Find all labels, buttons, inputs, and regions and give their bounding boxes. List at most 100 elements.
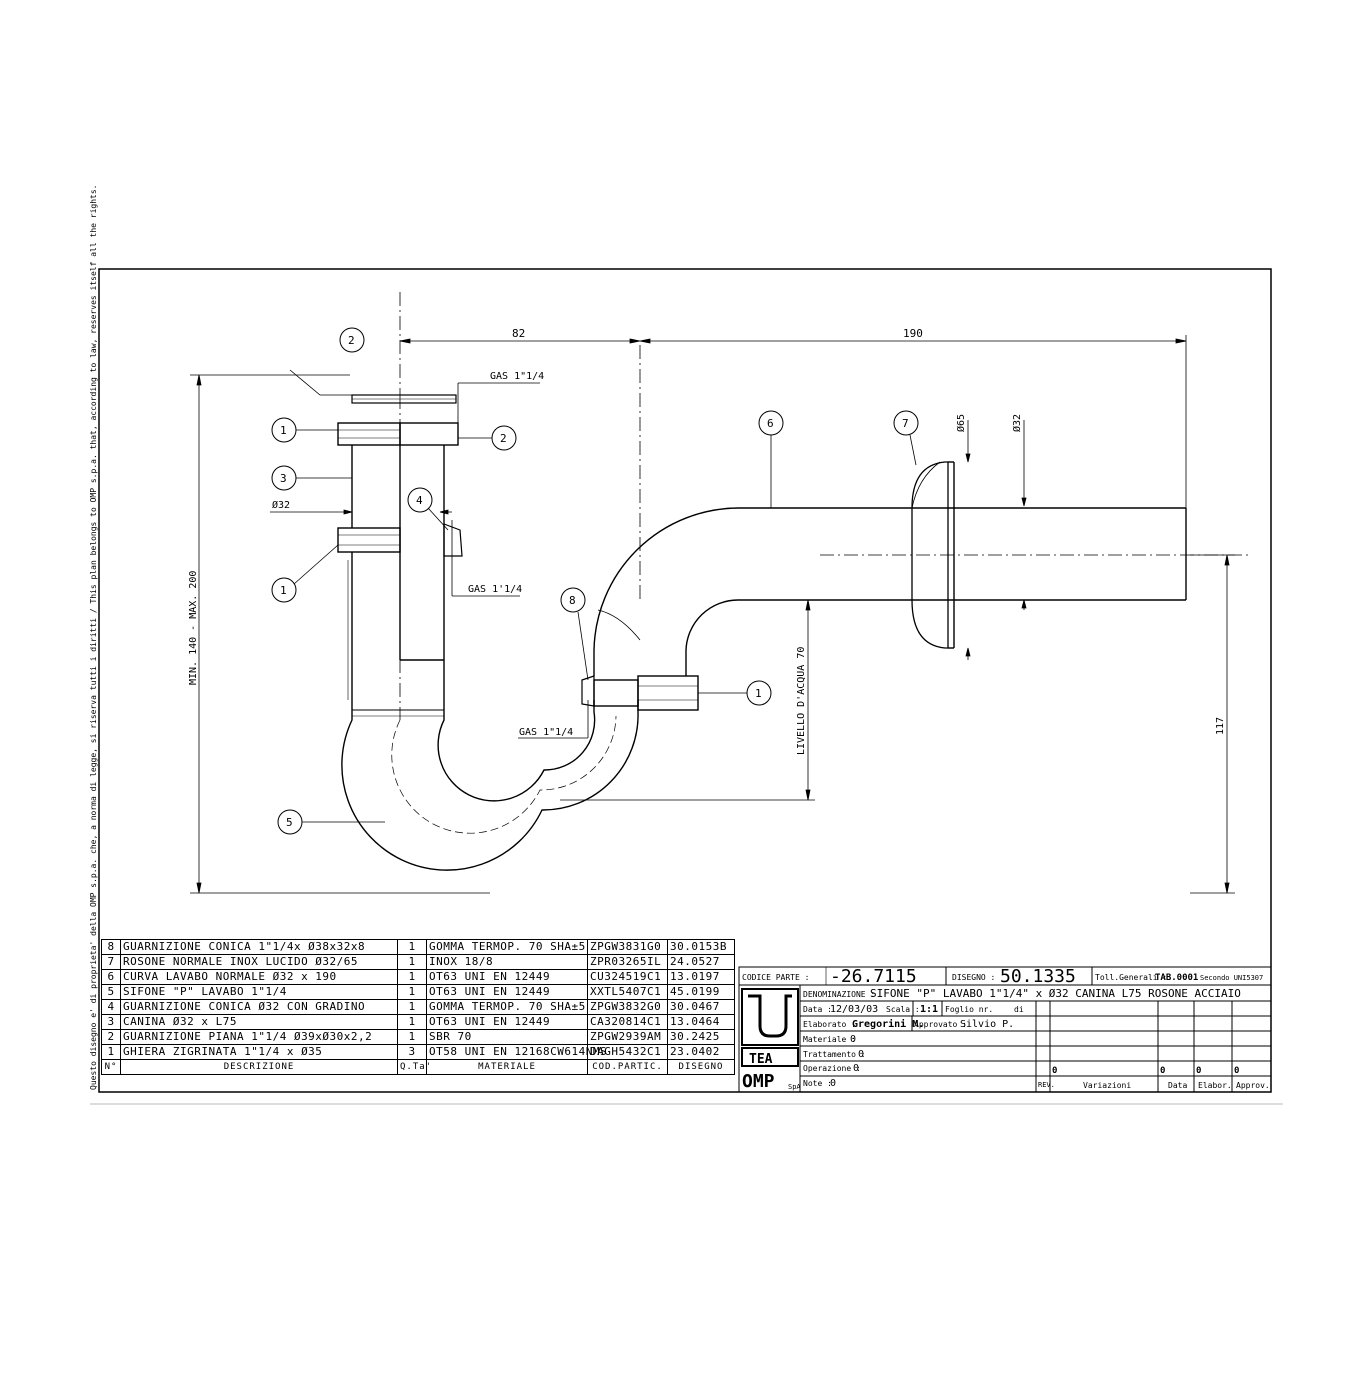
bom-n: 4: [101, 999, 121, 1015]
bom-cod: ZPGW3832G0: [587, 999, 668, 1015]
bom-header-n: N°: [101, 1059, 121, 1075]
bom-dis: 13.0197: [667, 969, 735, 985]
elaborato-label: Elaborato :: [803, 1020, 856, 1029]
bom-row: 8 GUARNIZIONE CONICA 1"1/4x Ø38x32x8 1 G…: [101, 939, 735, 955]
siphon-geometry: [337, 394, 1187, 871]
bom-qty: 1: [397, 1029, 427, 1045]
bom-row: 2 GUARNIZIONE PIANA 1"1/4 Ø39xØ30x2,2 1 …: [101, 1029, 735, 1045]
dim-117: 117: [1215, 717, 1226, 735]
bom-qty: 1: [397, 999, 427, 1015]
materiale-value: 0: [850, 1034, 856, 1045]
bom-cod: CA320814C1: [587, 1014, 668, 1030]
balloon-8: 8: [569, 594, 576, 607]
approvato-label: Approvato :: [914, 1020, 967, 1029]
bom-n: 7: [101, 954, 121, 970]
bom-desc: GUARNIZIONE PIANA 1"1/4 Ø39xØ30x2,2: [120, 1029, 398, 1045]
part-balloons: [271, 327, 919, 835]
balloon-2-right: 2: [500, 432, 507, 445]
bom-mat: OT63 UNI EN 12449: [426, 1014, 588, 1030]
bom-row: 3 CANINA Ø32 x L75 1 OT63 UNI EN 12449 C…: [101, 1014, 735, 1030]
bom-header-dis: DISEGNO: [667, 1059, 735, 1075]
bom-mat: SBR 70: [426, 1029, 588, 1045]
logo-spa: SpA: [788, 1083, 801, 1091]
denominazione-label: DENOMINAZIONE :: [803, 990, 875, 999]
bom-header-desc: DESCRIZIONE: [120, 1059, 398, 1075]
balloon-5: 5: [286, 816, 293, 829]
bom-n: 5: [101, 984, 121, 1000]
rev-elabor-value: 0: [1196, 1066, 1201, 1076]
operazione-value: 0: [853, 1063, 859, 1074]
bom-qty: 3: [397, 1044, 427, 1060]
logo-tea: TEA: [749, 1052, 773, 1067]
foglio-di: di: [1014, 1005, 1024, 1014]
bom-qty: 1: [397, 984, 427, 1000]
balloon-1-right: 1: [755, 687, 762, 700]
bom-mat: GOMMA TERMOP. 70 SHA±5: [426, 999, 588, 1015]
variazioni-label: Variazioni: [1083, 1081, 1131, 1090]
title-block-texts: CODICE PARTE : -26.7115 DISEGNO : 50.133…: [742, 966, 1270, 1090]
data-label: Data :: [803, 1005, 832, 1014]
dim-phi32-right: Ø32: [1011, 414, 1023, 432]
data-value: 12/03/03: [830, 1004, 878, 1015]
elabor-col-label: Elabor.: [1198, 1081, 1232, 1090]
bom-header-qty: Q.Ta': [397, 1059, 431, 1075]
bom-n: 3: [101, 1014, 121, 1030]
drawing-frame: [98, 268, 1272, 1093]
note-value: 0: [830, 1078, 836, 1089]
approv-col-label: Approv.: [1236, 1081, 1270, 1090]
rev-approv-value: 0: [1234, 1066, 1239, 1076]
toll-label: Toll.Generali :: [1095, 973, 1167, 982]
bom-n: 8: [101, 939, 121, 955]
bom-mat: OT63 UNI EN 12449: [426, 969, 588, 985]
approvato-value: Silvio P.: [960, 1019, 1014, 1030]
bom-mat: INOX 18/8: [426, 954, 588, 970]
dim-phi32-left: Ø32: [272, 499, 290, 511]
bom-row: 5 SIFONE "P" LAVABO 1"1/4 1 OT63 UNI EN …: [101, 984, 735, 1000]
balloon-4: 4: [416, 494, 423, 507]
secondo-label: Secondo UNI5307: [1200, 974, 1263, 982]
balloon-labels: 2 1 2 3 4 1 5 6 7 8 1: [280, 334, 909, 829]
materiale-label: Materiale :: [803, 1035, 856, 1044]
bom-header-mat: MATERIALE: [426, 1059, 588, 1075]
bom-desc: GUARNIZIONE CONICA Ø32 CON GRADINO: [120, 999, 398, 1015]
rev-label: REV.: [1038, 1081, 1055, 1089]
rev-data-value: 0: [1160, 1066, 1165, 1076]
elaborato-value: Gregorini M.: [852, 1018, 924, 1030]
operazione-label: Operazione :: [803, 1064, 861, 1073]
bom-dis: 30.0153B: [667, 939, 735, 955]
denominazione-value: SIFONE "P" LAVABO 1"1/4" x Ø32 CANINA L7…: [870, 987, 1241, 1000]
bom-n: 2: [101, 1029, 121, 1045]
bom-desc: GUARNIZIONE CONICA 1"1/4x Ø38x32x8: [120, 939, 398, 955]
bom-row: 6 CURVA LAVABO NORMALE Ø32 x 190 1 OT63 …: [101, 969, 735, 985]
scala-value: 1:1: [920, 1004, 938, 1015]
bom-desc: CANINA Ø32 x L75: [120, 1014, 398, 1030]
scala-label: Scala :: [886, 1005, 920, 1014]
bom-cod: XXTL5407C1: [587, 984, 668, 1000]
bom-dis: 13.0464: [667, 1014, 735, 1030]
dim-190: 190: [903, 327, 923, 340]
bill-of-materials: 8 GUARNIZIONE CONICA 1"1/4x Ø38x32x8 1 G…: [101, 939, 735, 1075]
bom-cod: ZPR03265IL: [587, 954, 668, 970]
bom-mat: OT63 UNI EN 12449: [426, 984, 588, 1000]
trattamento-value: 0: [858, 1049, 864, 1060]
dim-gas-top: GAS 1"1/4: [490, 371, 544, 382]
bom-n: 1: [101, 1044, 121, 1060]
bom-dis: 45.0199: [667, 984, 735, 1000]
bom-dis: 23.0402: [667, 1044, 735, 1060]
bom-row: 7 ROSONE NORMALE INOX LUCIDO Ø32/65 1 IN…: [101, 954, 735, 970]
logo-omp: OMP: [742, 1071, 775, 1092]
bom-qty: 1: [397, 1014, 427, 1030]
copyright-note: Questo disegno e' di proprieta' della OM…: [89, 185, 98, 1090]
balloon-1-lower: 1: [280, 584, 287, 597]
title-block-frame: [738, 966, 1272, 1093]
balloon-3: 3: [280, 472, 287, 485]
data-col-label: Data: [1168, 1081, 1187, 1090]
bom-header-row: N° DESCRIZIONE Q.Ta' MATERIALE COD.PARTI…: [101, 1059, 735, 1075]
foglio-label: Foglio nr.: [945, 1005, 993, 1014]
bom-header-cod: COD.PARTIC.: [587, 1059, 668, 1075]
bom-qty: 1: [397, 969, 427, 985]
dim-phi65: Ø65: [955, 414, 967, 432]
bom-cod: ZPGW2939AM: [587, 1029, 668, 1045]
